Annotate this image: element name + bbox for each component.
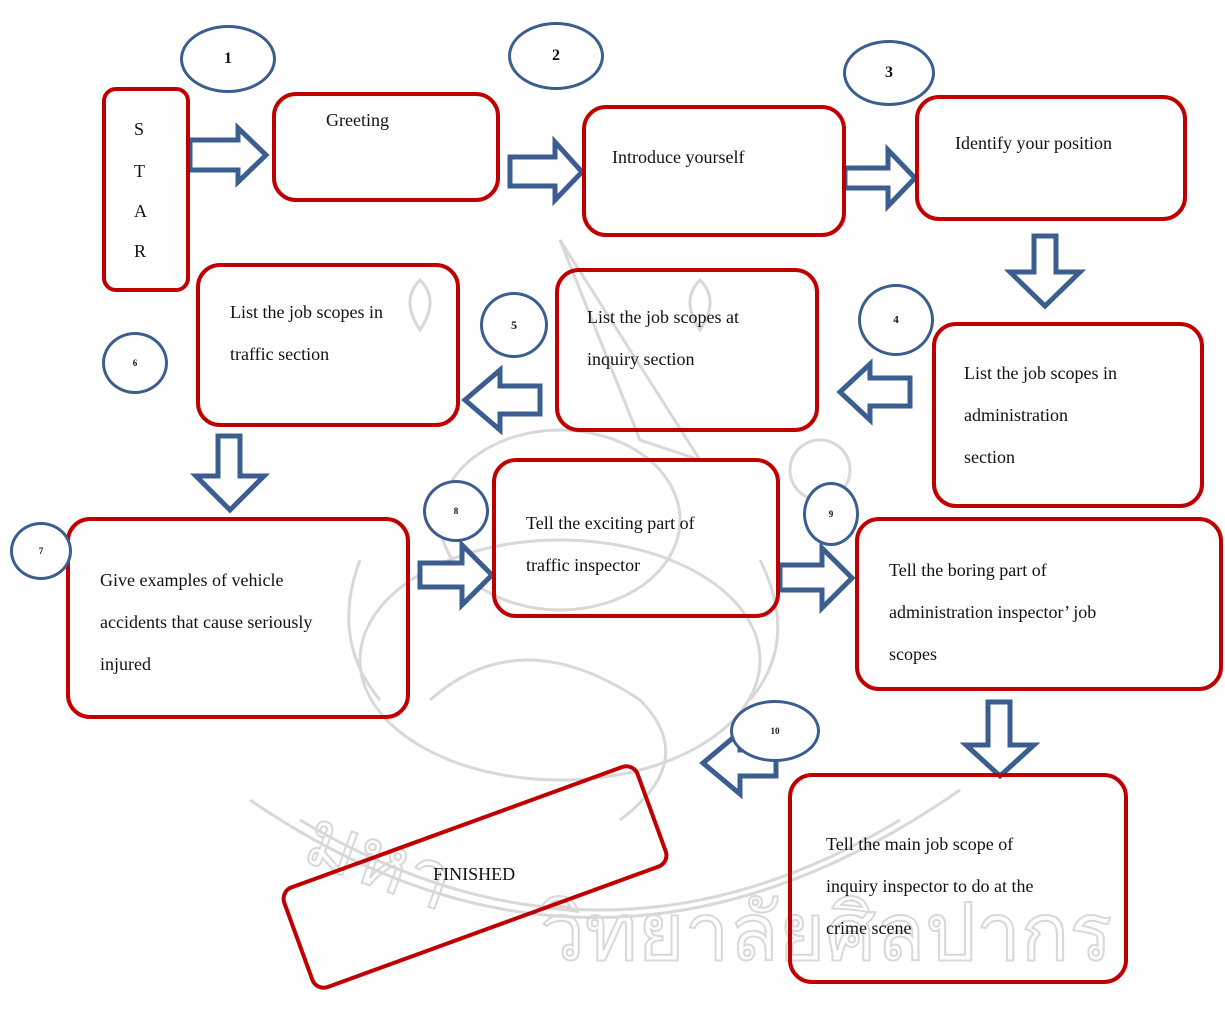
step-number-10-label: 10 <box>770 726 780 736</box>
step-number-4: 4 <box>858 284 934 356</box>
boring-part-text: Tell the boring part of administration i… <box>889 560 1097 664</box>
step-number-8-label: 8 <box>453 506 459 516</box>
arrow-greeting-to-introduce <box>507 135 586 207</box>
arrow-traffic-to-vehicle <box>189 433 271 514</box>
start-letter-a: A <box>134 201 147 221</box>
start-letter-r: R <box>134 241 147 261</box>
step-number-9-label: 9 <box>828 509 834 519</box>
introduce-text: Introduce yourself <box>612 147 745 167</box>
greeting-text: Greeting <box>326 110 389 130</box>
arrow-start-to-greeting <box>187 122 270 188</box>
step-number-1: 1 <box>180 25 276 93</box>
greeting-box: Greeting <box>272 92 500 202</box>
start-letter-t: T <box>134 161 145 181</box>
inquiry-section-text: List the job scopes at inquiry section <box>587 307 739 369</box>
arrow-admin-to-inquiry <box>836 358 913 426</box>
step-number-7-label: 7 <box>38 546 44 556</box>
step-number-5: 5 <box>480 292 548 358</box>
step-number-6: 6 <box>102 332 168 394</box>
start-box: S T A R <box>102 87 190 292</box>
flow-arrows <box>187 122 1087 800</box>
step-number-6-label: 6 <box>132 358 138 368</box>
start-letter-s: S <box>134 119 145 139</box>
arrow-identify-to-admin <box>1003 233 1087 310</box>
arrow-vehicle-to-exciting <box>417 538 496 612</box>
exciting-part-box: Tell the exciting part of traffic inspec… <box>492 458 780 618</box>
step-number-8: 8 <box>423 480 489 542</box>
traffic-section-text: List the job scopes in traffic section <box>230 302 383 364</box>
step-number-7: 7 <box>10 522 72 580</box>
admin-section-text: List the job scopes in administration se… <box>964 363 1117 467</box>
introduce-box: Introduce yourself <box>582 105 846 237</box>
boring-part-box: Tell the boring part of administration i… <box>855 517 1223 691</box>
admin-section-box: List the job scopes in administration se… <box>932 322 1204 508</box>
arrow-inquiry-to-traffic <box>461 364 543 436</box>
exciting-part-text: Tell the exciting part of traffic inspec… <box>526 513 695 575</box>
step-number-2: 2 <box>508 22 604 90</box>
svg-text:วิทยาลัยศิลปากร: วิทยาลัยศิลปากร <box>540 886 1112 979</box>
step-number-3: 3 <box>843 40 935 106</box>
identify-text: Identify your position <box>955 133 1112 153</box>
identify-box: Identify your position <box>915 95 1187 221</box>
main-job-scope-text: Tell the main job scope of inquiry inspe… <box>826 834 1034 938</box>
vehicle-accidents-text: Give examples of vehicle accidents that … <box>100 570 313 674</box>
step-number-1-label: 1 <box>224 50 232 67</box>
inquiry-section-box: List the job scopes at inquiry section <box>555 268 819 432</box>
finished-text: FINISHED <box>433 864 516 885</box>
arrow-exciting-to-boring <box>777 541 856 615</box>
arrow-boring-to-main <box>959 699 1041 780</box>
traffic-section-box: List the job scopes in traffic section <box>196 263 460 427</box>
vehicle-accidents-box: Give examples of vehicle accidents that … <box>66 517 410 719</box>
step-number-2-label: 2 <box>552 47 560 64</box>
step-number-4-label: 4 <box>893 314 899 326</box>
step-number-3-label: 3 <box>885 64 893 81</box>
step-number-5-label: 5 <box>511 317 517 332</box>
university-seal-watermark: มหา วิทยาลัยศิลปากร <box>249 239 1113 980</box>
step-number-10: 10 <box>730 700 820 762</box>
step-number-9: 9 <box>803 482 859 546</box>
main-job-scope-box: Tell the main job scope of inquiry inspe… <box>788 773 1128 984</box>
arrow-introduce-to-identify <box>842 143 919 213</box>
